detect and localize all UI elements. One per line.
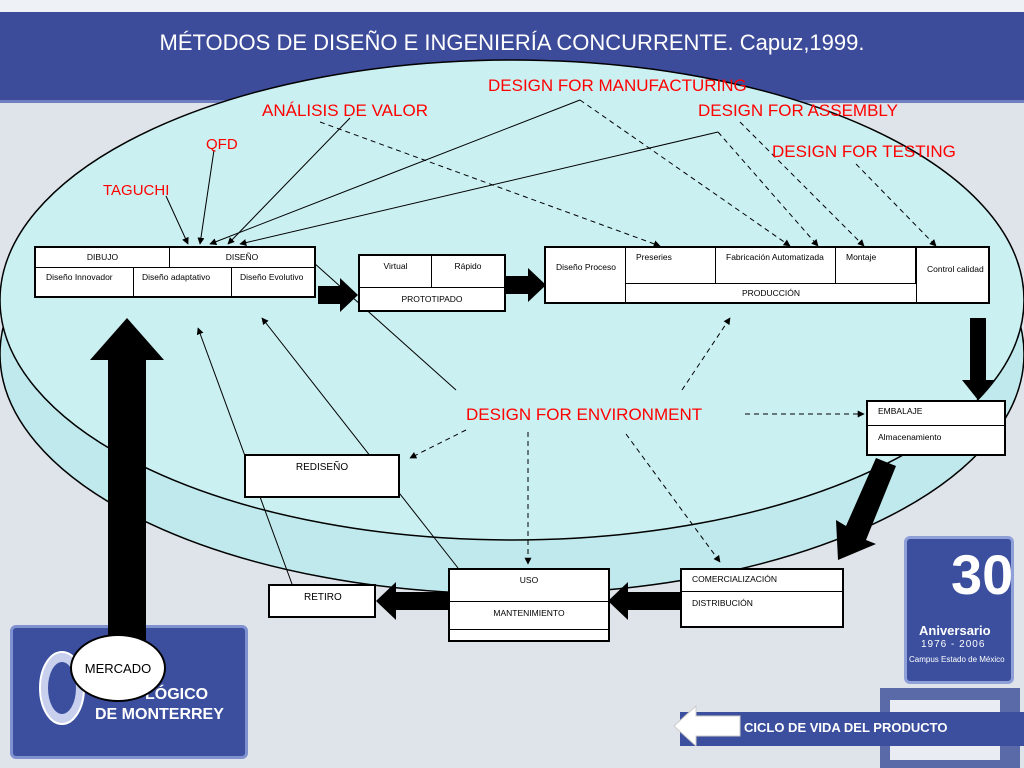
dibujo-cell: DIBUJO [36, 248, 170, 268]
produccion-cell: PRODUCCIÓN [741, 288, 801, 298]
comercializacion-box: COMERCIALIZACIÓN DISTRIBUCIÓN [680, 568, 844, 628]
almacenamiento-cell: Almacenamiento [878, 432, 942, 442]
rediseno-box: REDISEÑO [244, 454, 400, 498]
comercializacion-cell: COMERCIALIZACIÓN [682, 570, 842, 592]
logo-text-line2: DE MONTERREY [95, 706, 224, 723]
design-for-assembly-label: DESIGN FOR ASSEMBLY [698, 101, 898, 120]
top-strip [0, 0, 1024, 12]
badge-aniversario: Aniversario [919, 623, 991, 638]
diseno-cell: DISEÑO [170, 248, 314, 268]
taguchi-label: TAGUCHI [103, 182, 170, 199]
anniversary-badge: 30 Aniversario 1976 - 2006 Campus Estado… [904, 536, 1014, 684]
embalaje-box: EMBALAJE Almacenamiento [866, 400, 1006, 456]
design-for-manufacturing-label: DESIGN FOR MANUFACTURING [488, 76, 747, 95]
prototipado-cell: PROTOTIPADO [401, 294, 463, 304]
analisis-de-valor-label: ANÁLISIS DE VALOR [262, 101, 428, 120]
diseno-innovador-cell: Diseño Innovador [36, 268, 134, 296]
design-for-environment-label: DESIGN FOR ENVIRONMENT [466, 405, 703, 424]
fabricacion-cell: Fabricación Automatizada [716, 248, 836, 284]
rapido-cell: Rápido [432, 256, 504, 288]
footer-nav-link[interactable]: CICLO DE VIDA DEL PRODUCTO [744, 720, 948, 735]
uso-box: USO MANTENIMIENTO [448, 568, 610, 642]
control-calidad-cell: Control calidad [916, 248, 988, 302]
montaje-cell: Montaje [836, 248, 916, 284]
back-arrow-icon[interactable] [672, 704, 742, 748]
mantenimiento-cell: MANTENIMIENTO [450, 602, 608, 630]
badge-years: 1976 - 2006 [921, 639, 986, 650]
preseries-cell: Preseries [626, 248, 716, 284]
design-for-testing-label: DESIGN FOR TESTING [772, 142, 956, 161]
virtual-cell: Virtual [360, 256, 432, 288]
badge-number: 30 [951, 543, 1014, 606]
prototipado-box: Virtual Rápido PROTOTIPADO [358, 254, 506, 312]
distribucion-cell: DISTRIBUCIÓN [692, 598, 753, 608]
embalaje-cell: EMBALAJE [868, 402, 1004, 426]
badge-campus: Campus Estado de México [909, 655, 1005, 664]
diseno-adaptativo-cell: Diseño adaptativo [134, 268, 232, 296]
mercado-node: MERCADO [70, 634, 166, 702]
slide-title: MÉTODOS DE DISEÑO E INGENIERÍA CONCURREN… [159, 30, 865, 55]
produccion-box: Diseño Proceso Preseries Fabricación Aut… [544, 246, 990, 304]
qfd-label: QFD [206, 136, 238, 153]
diseno-evolutivo-cell: Diseño Evolutivo [240, 272, 304, 282]
diseno-proceso-cell: Diseño Proceso [546, 248, 626, 302]
uso-cell: USO [450, 570, 608, 602]
design-box: DIBUJO DISEÑO Diseño Innovador Diseño ad… [34, 246, 316, 298]
logo-text-line1: LÓGICO [145, 686, 209, 703]
retiro-box: RETIRO [268, 584, 376, 618]
